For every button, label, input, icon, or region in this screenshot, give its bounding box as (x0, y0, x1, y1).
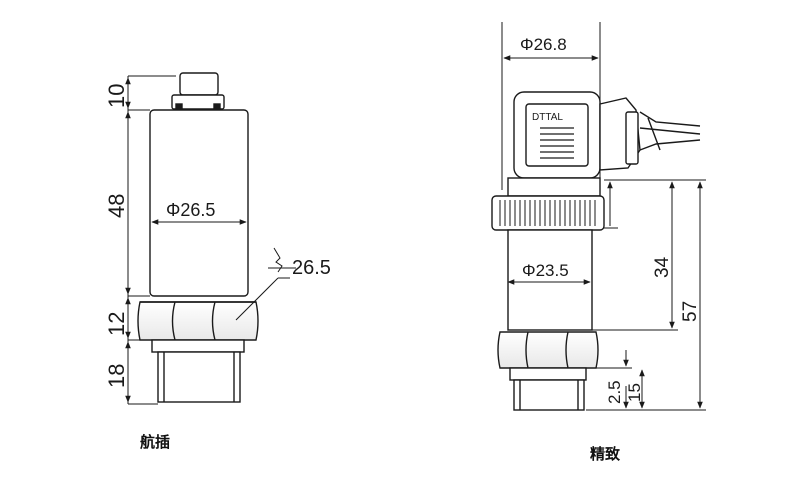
left-dim-wrench: 26.5 (292, 257, 331, 279)
right-connector-markings (540, 127, 574, 159)
left-connector-neck (171, 94, 225, 110)
right-caption: 精致 (590, 445, 621, 463)
right-body (507, 229, 593, 331)
left-thread (157, 351, 241, 403)
right-thread (513, 379, 585, 411)
right-dim-diameter: Φ23.5 (522, 261, 569, 280)
right-connector-label: DTTAL (532, 112, 563, 123)
right-knurled-ring (491, 195, 605, 231)
left-hex-nut (137, 301, 259, 341)
left-body (149, 109, 249, 297)
right-hex-nut (497, 331, 599, 369)
left-connector-cap (179, 72, 219, 96)
left-dim-thread: 18 (104, 364, 129, 388)
left-dim-diameter: Φ26.5 (166, 200, 215, 220)
right-sensor (491, 91, 701, 411)
right-knurl-lines (499, 200, 596, 226)
left-dimensions (125, 75, 296, 405)
left-collar (151, 339, 245, 353)
right-dim-top-diameter: Φ26.8 (520, 35, 567, 54)
left-dim-top: 10 (104, 84, 129, 108)
right-dimensions (507, 179, 706, 411)
left-dim-body: 48 (104, 194, 129, 218)
left-sensor (137, 72, 259, 403)
right-dim-groove: 2.5 (605, 380, 624, 404)
right-dim-body: 34 (652, 256, 673, 278)
right-dim-thread: 15 (625, 383, 644, 402)
right-dim-total: 57 (680, 301, 701, 322)
left-caption: 航插 (140, 433, 170, 451)
left-dim-hex: 12 (104, 312, 129, 336)
